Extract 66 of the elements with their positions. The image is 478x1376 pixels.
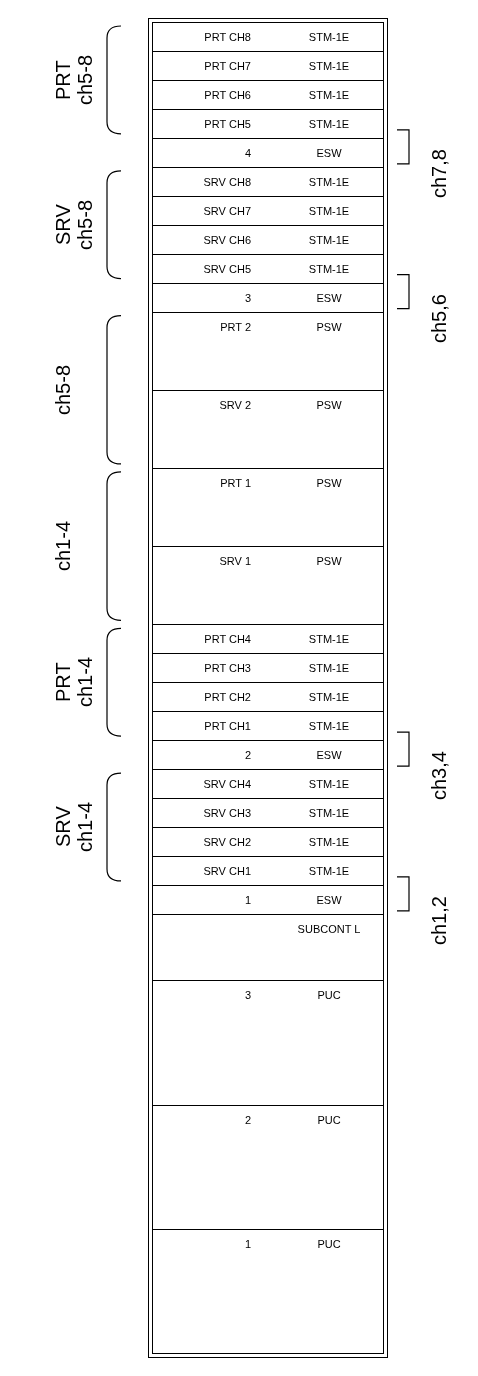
slot-name: 3 (244, 291, 251, 305)
group-label: PRT ch1-4 (52, 656, 96, 710)
card-type: ESW (316, 749, 342, 763)
slot-name: SRV CH7 (203, 204, 251, 218)
card-type: ESW (316, 893, 342, 907)
card-type: STM-1E (308, 662, 350, 676)
card-type: STM-1E (308, 691, 350, 705)
slot-name: PRT CH8 (204, 30, 251, 44)
slot-name: SRV CH2 (203, 835, 251, 849)
slot-name: PRT 2 (220, 320, 251, 334)
slot-name: 1 (244, 1238, 251, 1252)
slot-name: PRT 1 (220, 476, 251, 490)
slot-name: 1 (244, 893, 251, 907)
group-label: SRV ch5-8 (52, 198, 96, 252)
card-type: STM-1E (308, 30, 350, 44)
slot-name: SRV CH1 (203, 864, 251, 878)
card-type: PUC (317, 989, 341, 1003)
group-label: ch1,2 (428, 895, 450, 948)
slot-name: SRV CH8 (203, 175, 251, 189)
slot-name: PRT CH3 (204, 662, 251, 676)
card-type: STM-1E (308, 633, 350, 647)
card-type: SUBCONT L (297, 922, 361, 936)
card-type: PUC (317, 1238, 341, 1252)
group-label: ch7,8 (428, 148, 450, 201)
card-type: PSW (316, 476, 342, 490)
slot-name: 2 (244, 1113, 251, 1127)
card-type: STM-1E (308, 778, 350, 792)
slot-name: SRV 1 (219, 555, 251, 569)
card-type: STM-1E (308, 233, 350, 247)
slot-name: PRT CH2 (204, 691, 251, 705)
group-label: PRT ch5-8 (52, 53, 96, 107)
slot-name: PRT CH5 (204, 117, 251, 131)
slot-name: PRT CH7 (204, 59, 251, 73)
card-type: PSW (316, 398, 342, 412)
slot-name: PRT CH1 (204, 720, 251, 734)
card-type: ESW (316, 146, 342, 160)
card-type: STM-1E (308, 59, 350, 73)
slot-name: PRT CH4 (204, 633, 251, 647)
card-type: STM-1E (308, 88, 350, 102)
card-type: PUC (317, 1113, 341, 1127)
group-label: ch3,4 (428, 750, 450, 803)
group-label: ch5,6 (428, 293, 450, 346)
card-type: STM-1E (308, 835, 350, 849)
card-type: STM-1E (308, 807, 350, 820)
card-type: STM-1E (308, 720, 350, 734)
slot-name: SRV 2 (219, 398, 251, 412)
slot-name: 2 (244, 749, 251, 763)
group-label: ch5-8 (52, 363, 74, 417)
rack-frame (148, 18, 388, 1358)
card-type: STM-1E (308, 262, 350, 276)
slot-name: SRV CH3 (203, 807, 251, 820)
slot-name: PRT CH6 (204, 88, 251, 102)
slot-name: SRV CH4 (203, 778, 251, 792)
slot-name: SRV CH6 (203, 233, 251, 247)
group-label: SRV ch1-4 (52, 800, 96, 854)
card-type: STM-1E (308, 117, 350, 131)
card-type: STM-1E (308, 175, 350, 189)
slot-name: SRV CH5 (203, 262, 251, 276)
card-type: PSW (316, 555, 342, 569)
card-type: STM-1E (308, 864, 350, 878)
card-type: PSW (316, 320, 342, 334)
group-label: ch1-4 (52, 520, 74, 574)
card-type: ESW (316, 291, 342, 305)
slot-name: 3 (244, 989, 251, 1003)
slot-name: 4 (244, 146, 251, 160)
card-type: STM-1E (308, 204, 350, 218)
